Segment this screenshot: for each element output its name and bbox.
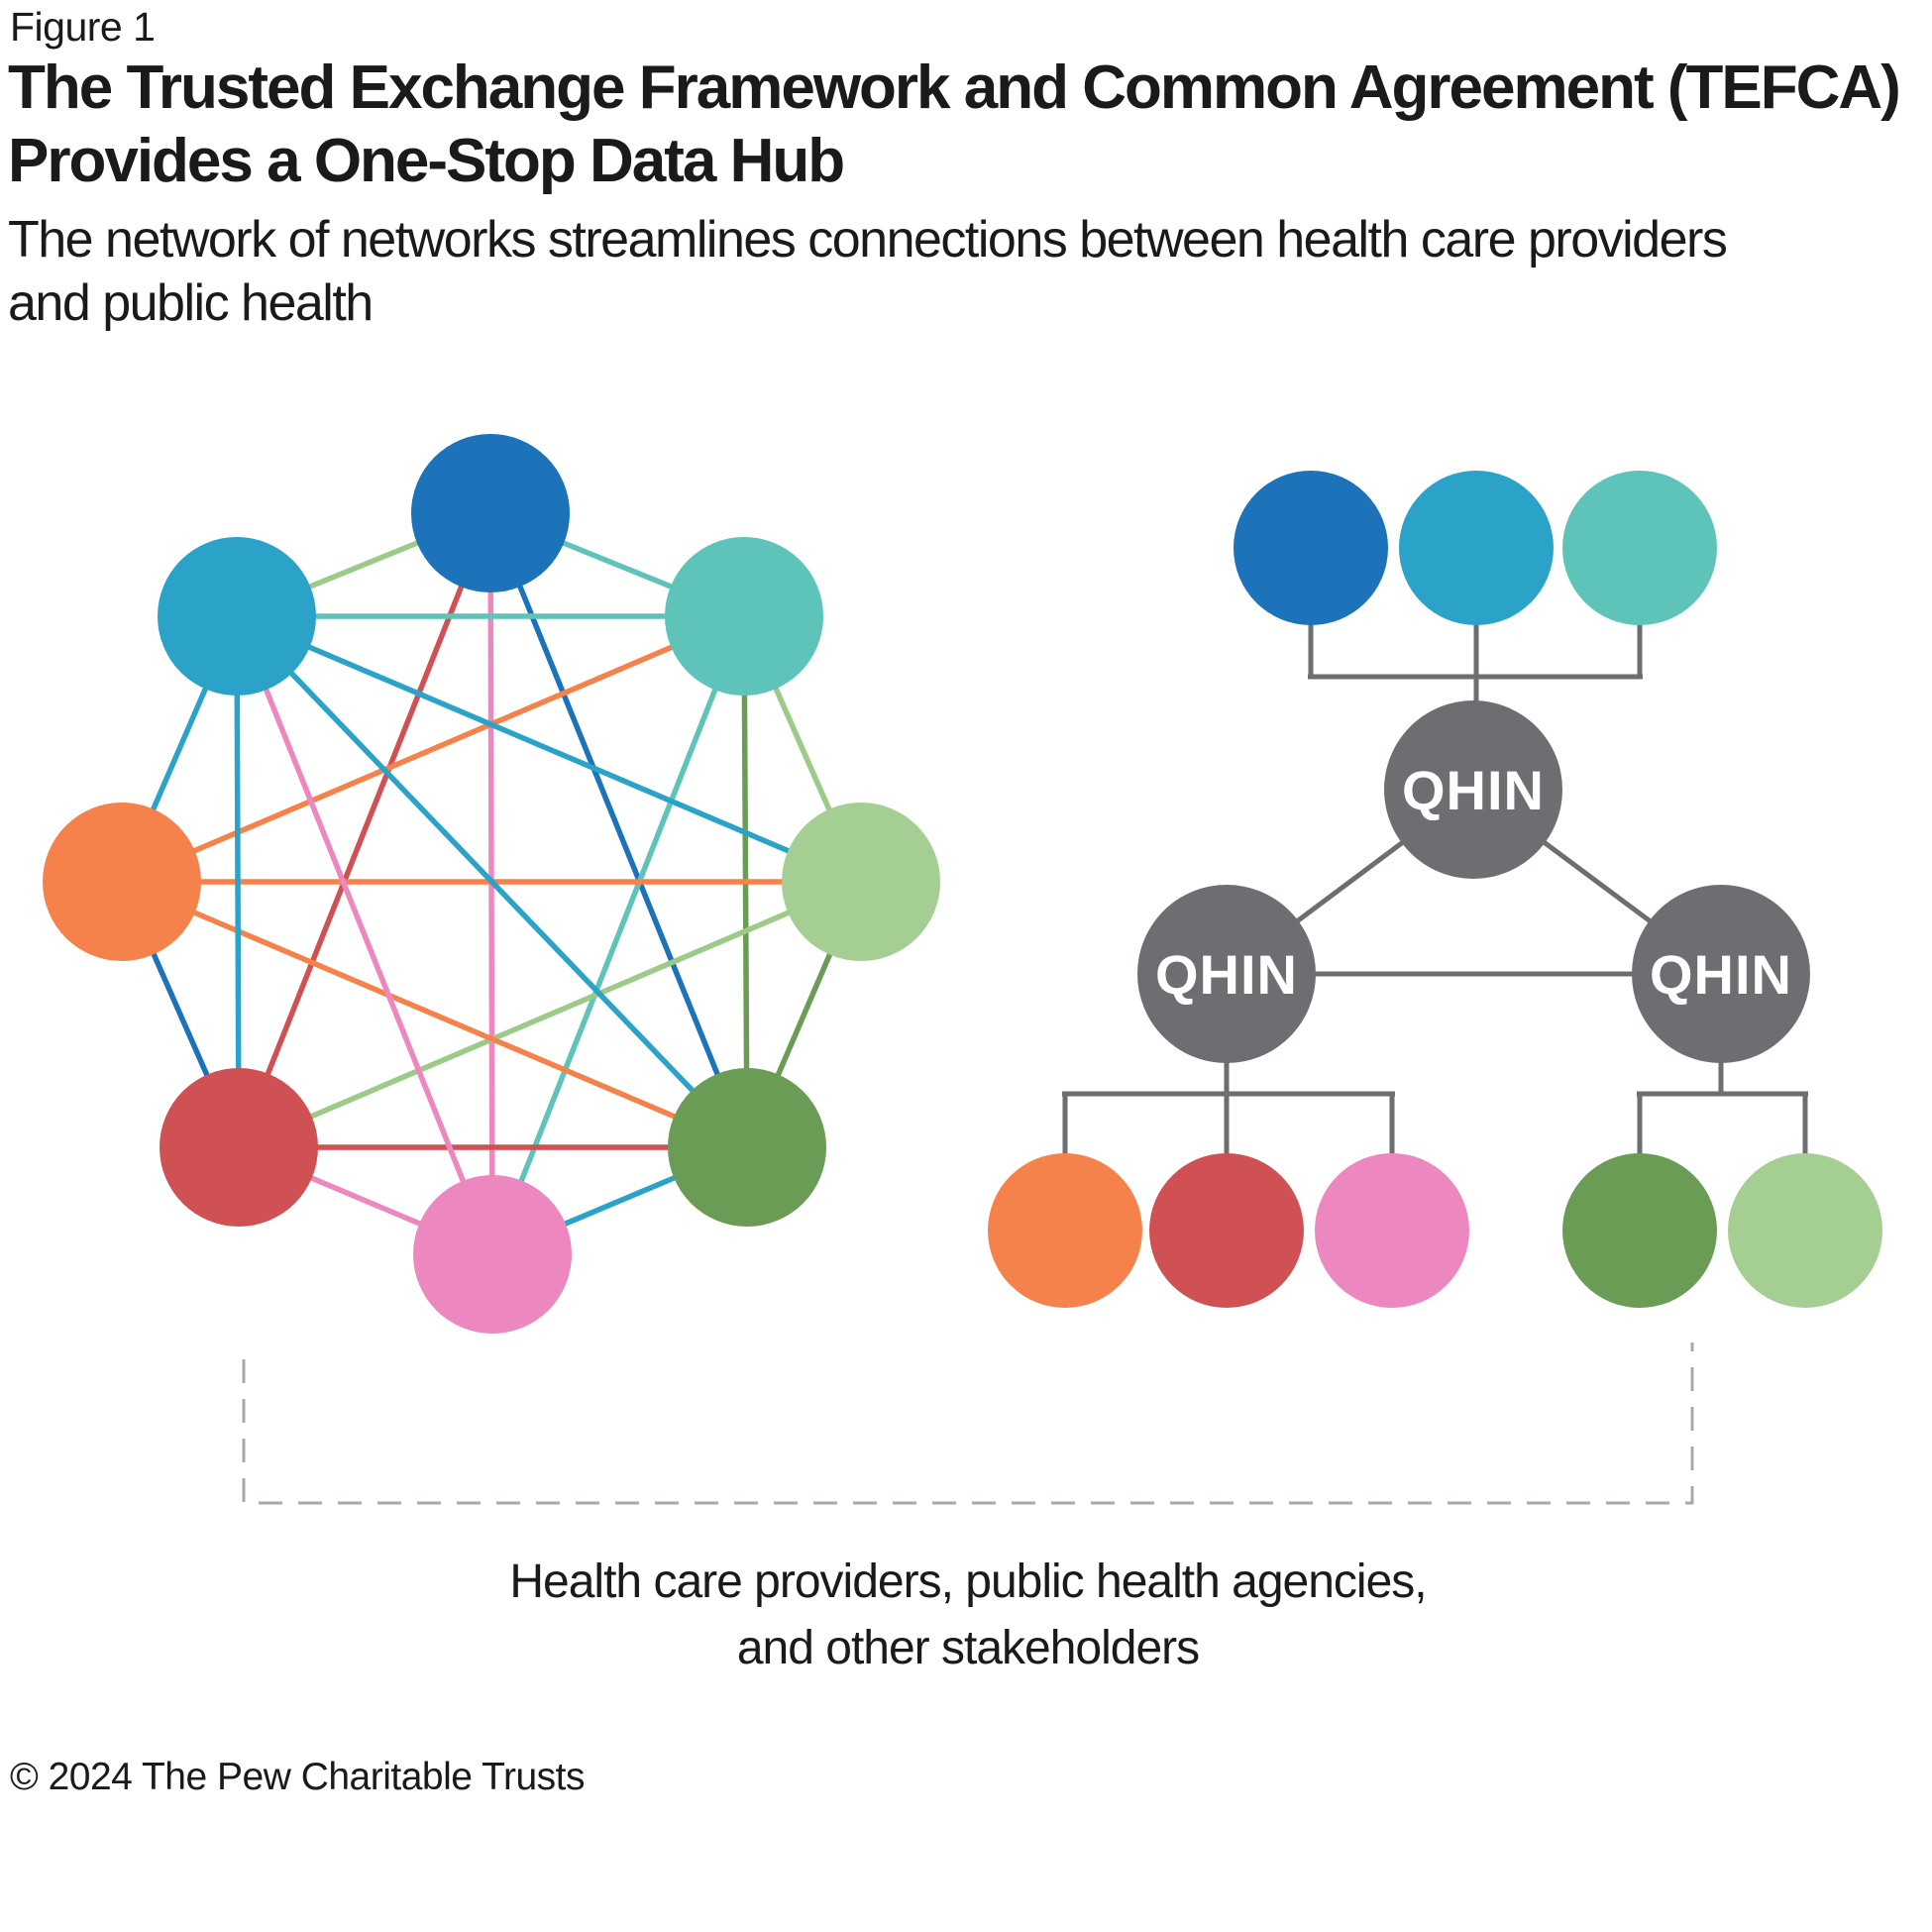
mesh-node-darkblue: [411, 434, 570, 592]
mesh-node-teal: [665, 537, 823, 696]
qhin-nodes: QHIN QHIN QHIN: [1137, 700, 1810, 1063]
mesh-edge-right-upper-left: [235, 613, 863, 885]
mesh-node-orange: [43, 803, 201, 961]
qhin-right: [1632, 885, 1810, 1063]
mesh-node-darkgreen: [668, 1068, 826, 1227]
qhin-top-label: QHIN: [1402, 759, 1545, 821]
tree-node-darkblue: [1234, 471, 1388, 625]
stakeholder-bracket: [242, 1342, 1694, 1505]
mesh-node-pink: [413, 1175, 572, 1334]
mesh-edge-right-lower-left: [237, 879, 863, 1150]
tree-node-teal: [1562, 471, 1717, 625]
figure-subtitle-line-2: and public health: [8, 274, 374, 332]
tree-node-darkgreen: [1562, 1153, 1717, 1308]
mesh-edge-lower-left-upper-left: [234, 615, 242, 1148]
figure-title-line-2: Provides a One-Stop Data Hub: [8, 127, 845, 195]
tree-member-nodes: [988, 471, 1882, 1308]
qhin-right-label: QHIN: [1650, 943, 1792, 1006]
mesh-edge-lower-right-upper-left: [235, 614, 749, 1149]
mesh-node-cyan: [158, 537, 316, 696]
mesh-edge-bottom-upper-left: [234, 614, 495, 1256]
tree-node-orange: [988, 1153, 1142, 1308]
mesh-node-lightgreen: [782, 803, 940, 961]
qhin-left: [1137, 885, 1316, 1063]
mesh-node-red: [160, 1068, 318, 1227]
tree-node-cyan: [1399, 471, 1554, 625]
qhin-top: [1384, 700, 1562, 879]
bracket-caption-line-2: and other stakeholders: [736, 1622, 1200, 1674]
figure-subtitle: The network of networks streamlines conn…: [8, 208, 1728, 335]
figure-title-line-1: The Trusted Exchange Framework and Commo…: [8, 54, 1901, 122]
copyright-text: © 2024 The Pew Charitable Trusts: [10, 1756, 586, 1798]
tree-node-red: [1149, 1153, 1304, 1308]
bracket-caption-line-1: Health care providers, public health age…: [509, 1556, 1427, 1608]
mesh-nodes: [43, 434, 940, 1334]
figure-number-label: Figure 1: [10, 4, 156, 50]
mesh-edge-lower-right-left: [120, 879, 749, 1150]
tree-node-lightgreen: [1728, 1153, 1882, 1308]
mesh-edge-upper-right-left: [120, 613, 746, 885]
figure-subtitle-line-1: The network of networks streamlines conn…: [8, 211, 1728, 268]
bracket-caption: Health care providers, public health age…: [255, 1549, 1681, 1681]
tree-node-pink: [1315, 1153, 1469, 1308]
figure-title: The Trusted Exchange Framework and Commo…: [8, 52, 1901, 198]
qhin-left-label: QHIN: [1155, 943, 1298, 1006]
